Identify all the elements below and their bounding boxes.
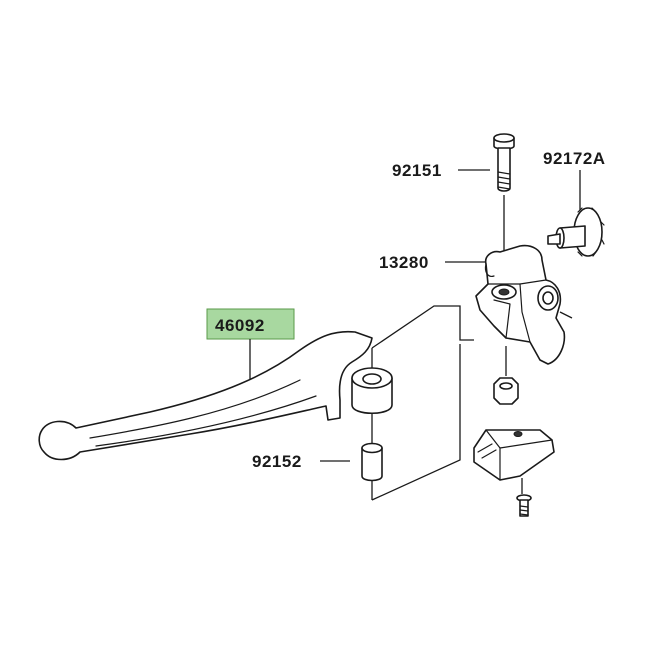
svg-text:92151: 92151 <box>392 161 442 180</box>
bolt-drawing[interactable] <box>493 133 515 290</box>
highlight-box <box>206 308 295 340</box>
label-13280[interactable]: 13280 <box>379 253 490 272</box>
label-46092[interactable]: 46092 <box>206 308 295 380</box>
svg-text:92172A: 92172A <box>543 149 606 168</box>
adjuster-drawing[interactable] <box>547 207 605 257</box>
collar-drawing[interactable] <box>361 442 383 482</box>
label-92172a[interactable]: 92172A <box>543 149 606 210</box>
label-92151[interactable]: 92151 <box>392 161 490 180</box>
svg-text:92152: 92152 <box>252 452 302 471</box>
switch-drawing[interactable] <box>473 429 555 494</box>
svg-text:46092: 46092 <box>215 316 265 335</box>
holder-adjuster-line <box>559 311 573 319</box>
lever-drawing[interactable] <box>38 330 393 461</box>
svg-text:13280: 13280 <box>379 253 429 272</box>
screw-drawing[interactable] <box>516 494 532 517</box>
nut-drawing[interactable] <box>493 346 519 405</box>
holder-drawing[interactable] <box>475 244 573 365</box>
label-92152[interactable]: 92152 <box>252 452 350 471</box>
